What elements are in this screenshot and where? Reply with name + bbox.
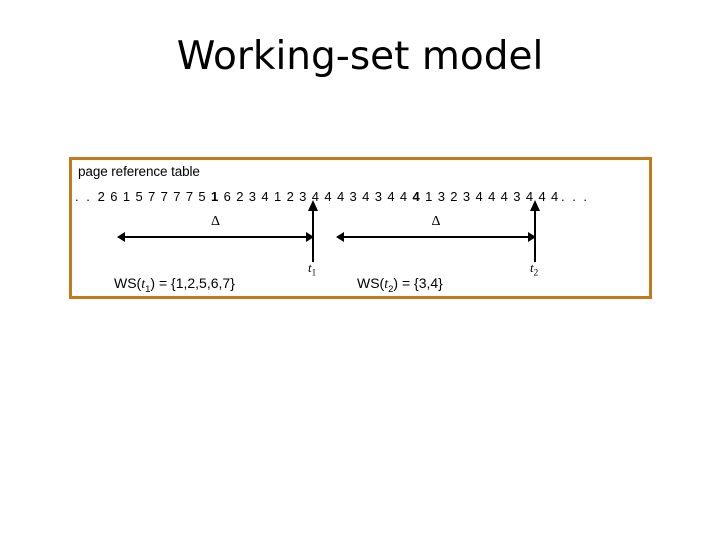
reference-token-18: 4: [324, 188, 332, 204]
reference-token-17: 4: [311, 188, 319, 204]
reference-token-33: 3: [513, 188, 521, 204]
reference-token-9: 1: [211, 188, 219, 204]
reference-token-21: 4: [362, 188, 370, 204]
page-reference-table-label: page reference table: [78, 164, 200, 179]
reference-token-16: 3: [299, 188, 307, 204]
reference-token-29: 3: [462, 188, 471, 204]
reference-token-4: 7: [148, 188, 156, 204]
delta-span-1-left-arrow-icon: [117, 232, 125, 242]
reference-token-1: 6: [110, 188, 118, 204]
delta-span-2-right-arrow-icon: [528, 232, 536, 242]
ws2-suffix: ) = {3,4}: [393, 275, 443, 291]
t2-label: t2: [530, 260, 538, 278]
reference-token-6: 7: [173, 188, 181, 204]
reference-token-15: 2: [286, 188, 294, 204]
delta-span-2-bar: [341, 236, 531, 238]
reference-token-25: 4: [412, 188, 420, 204]
reference-token-12: 3: [248, 188, 257, 204]
reference-token-31: 4: [488, 188, 496, 204]
ws2-var: t: [384, 277, 389, 292]
reference-token-2: 1: [122, 188, 131, 204]
reference-token-27: 3: [437, 188, 445, 204]
t1-label-sub: 1: [311, 267, 317, 278]
t1-arrowhead-icon: [308, 200, 318, 211]
reference-token-20: 3: [349, 188, 357, 204]
delta-span-2: Δ: [336, 214, 536, 242]
reference-token-8: 5: [198, 188, 206, 204]
reference-token-11: 2: [236, 188, 244, 204]
reference-token-26: 1: [425, 188, 433, 204]
working-set-equation-1: WS(t1) = {1,2,5,6,7}: [114, 275, 235, 295]
delta-span-1-right-arrow-icon: [306, 232, 314, 242]
ws2-sub: 2: [388, 283, 394, 295]
reference-token-23: 4: [387, 188, 395, 204]
t1-label: t1: [308, 260, 316, 278]
ws1-suffix: ) = {1,2,5,6,7}: [150, 275, 235, 291]
reference-token-7: 7: [185, 188, 194, 204]
reference-token-22: 3: [374, 188, 382, 204]
ws2-prefix: WS(: [357, 275, 385, 291]
ws1-prefix: WS(: [114, 275, 142, 291]
reference-token-30: 4: [475, 188, 483, 204]
reference-token-13: 4: [261, 188, 269, 204]
reference-token-32: 4: [500, 188, 508, 204]
reference-token-10: 6: [223, 188, 231, 204]
reference-token-35: 4: [538, 188, 546, 204]
ws1-var: t: [141, 277, 146, 292]
delta-span-2-left-arrow-icon: [336, 232, 344, 242]
delta-symbol-2: Δ: [431, 214, 441, 229]
delta-span-1: Δ: [117, 214, 314, 242]
reference-token-19: 4: [336, 188, 345, 204]
reference-string-trailing-ellipsis: . . .: [560, 188, 590, 204]
reference-string-leading-ellipsis: . . .: [75, 188, 104, 204]
reference-token-3: 5: [135, 188, 143, 204]
reference-token-28: 2: [450, 188, 458, 204]
reference-token-34: 4: [525, 188, 534, 204]
reference-token-36: 4: [551, 188, 559, 204]
reference-token-5: 7: [160, 188, 168, 204]
reference-token-14: 1: [273, 188, 282, 204]
page-title: Working-set model: [176, 34, 544, 79]
ws1-sub: 1: [145, 283, 151, 295]
t2-arrowhead-icon: [530, 200, 540, 211]
t2-label-var: t: [530, 260, 534, 275]
t2-label-sub: 2: [533, 267, 539, 278]
delta-symbol-1: Δ: [210, 214, 220, 229]
reference-token-0: 2: [97, 188, 105, 204]
working-set-equation-2: WS(t2) = {3,4}: [357, 275, 443, 295]
delta-span-1-bar: [122, 236, 309, 238]
t1-label-var: t: [308, 260, 312, 275]
reference-token-24: 4: [399, 188, 408, 204]
